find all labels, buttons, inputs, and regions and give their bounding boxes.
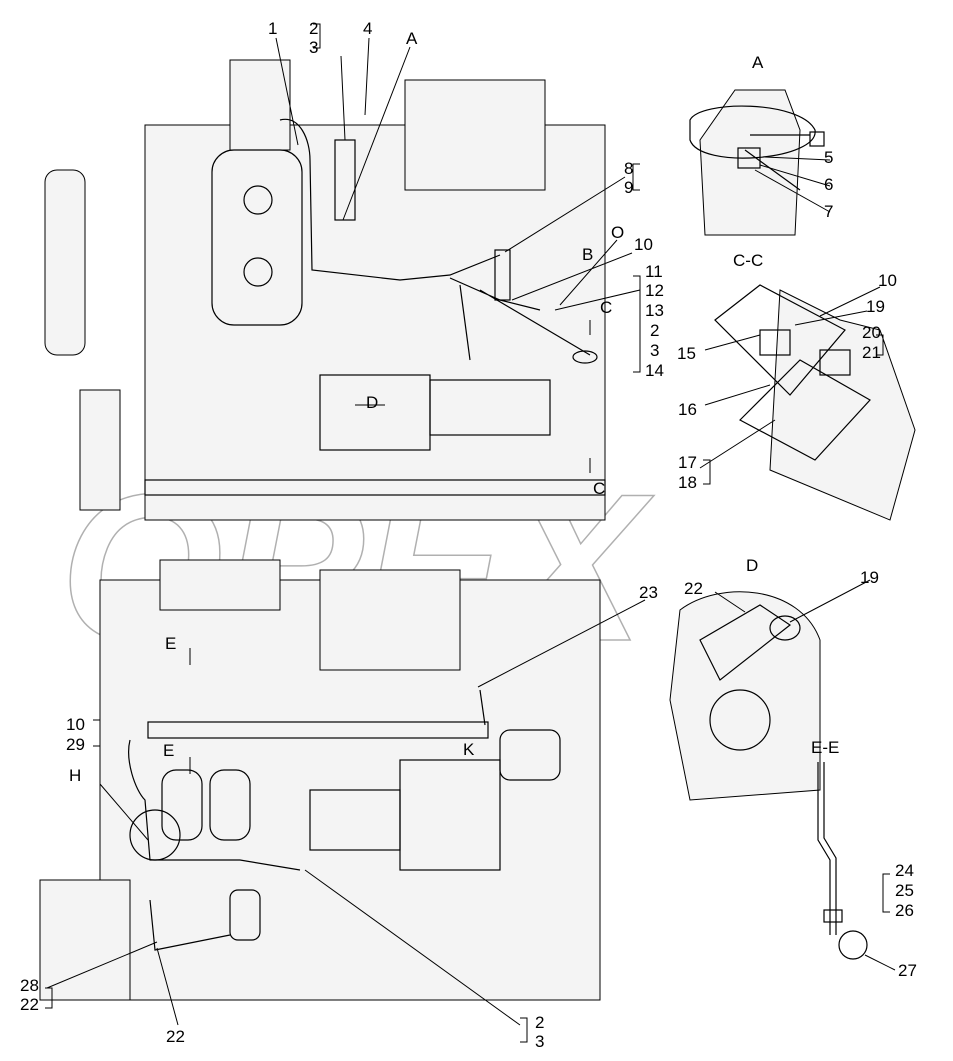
callout-15: 15 [677, 344, 696, 363]
engine-top-view [44, 59, 606, 521]
callout-d: D [366, 393, 378, 412]
section-cc-drawing [714, 284, 916, 521]
callout-3-front: 3 [535, 1032, 544, 1051]
callout-9: 9 [624, 178, 633, 197]
callout-k: K [463, 740, 475, 759]
detail-a-drawing [689, 89, 825, 236]
callout-10-cc: 10 [878, 271, 897, 290]
callout-20: 20 [862, 323, 881, 342]
top-view-labels: 1 2 3 4 A 8 9 O B 10 11 12 13 2 3 14 C D… [268, 19, 664, 498]
callout-10: 10 [634, 235, 653, 254]
callout-o: O [611, 223, 624, 242]
detail-d-labels: D 22 19 [684, 556, 879, 598]
detail-a-labels: A 5 6 7 [752, 53, 833, 221]
callout-3b: 3 [650, 341, 659, 360]
engine-front-view [39, 559, 601, 1001]
callout-24: 24 [895, 861, 914, 880]
callout-6: 6 [824, 175, 833, 194]
callout-22-front-bottom: 22 [166, 1027, 185, 1046]
detail-d-title: D [746, 556, 758, 575]
section-cc-title: C-C [733, 251, 763, 270]
callout-22-d: 22 [684, 579, 703, 598]
callout-10-front: 10 [66, 715, 85, 734]
callout-7: 7 [824, 202, 833, 221]
callout-17: 17 [678, 453, 697, 472]
callout-29: 29 [66, 735, 85, 754]
section-mark-c-bottom: C [593, 479, 605, 498]
callout-19-cc: 19 [866, 297, 885, 316]
callout-11: 11 [645, 262, 663, 281]
callout-25: 25 [895, 881, 914, 900]
callout-19-d: 19 [860, 568, 879, 587]
callout-22-front-left: 22 [20, 995, 39, 1014]
callout-18: 18 [678, 473, 697, 492]
callout-8: 8 [624, 159, 633, 178]
callout-12: 12 [645, 281, 664, 300]
section-ee-labels: E-E 24 25 26 27 [811, 738, 917, 980]
front-view-labels: 23 E 10 29 E H K 28 22 22 2 3 [20, 583, 658, 1051]
callout-16: 16 [678, 400, 697, 419]
callout-21: 21 [862, 343, 881, 362]
callout-5: 5 [824, 148, 833, 167]
callout-1: 1 [268, 19, 277, 38]
callout-4: 4 [363, 19, 372, 38]
section-ee-drawing [817, 762, 868, 960]
section-mark-e-top: E [165, 634, 176, 653]
callout-a: A [406, 29, 418, 48]
section-cc-labels: C-C 10 19 20 21 15 16 17 18 [677, 251, 897, 492]
detail-d-drawing [669, 591, 821, 801]
callout-3: 3 [309, 38, 318, 57]
callout-13: 13 [645, 301, 664, 320]
section-mark-e-bottom: E [163, 741, 174, 760]
callout-b: B [582, 245, 593, 264]
section-mark-c-top: C [600, 298, 612, 317]
callout-2b: 2 [650, 321, 659, 340]
callout-2: 2 [309, 19, 318, 38]
callout-23: 23 [639, 583, 658, 602]
callout-26: 26 [895, 901, 914, 920]
detail-a-title: A [752, 53, 764, 72]
section-ee-title: E-E [811, 738, 839, 757]
callout-h: H [69, 766, 81, 785]
leader-lines [45, 23, 896, 1043]
callout-2-front: 2 [535, 1013, 544, 1032]
callout-14: 14 [645, 361, 664, 380]
callout-28: 28 [20, 976, 39, 995]
callout-27: 27 [898, 961, 917, 980]
